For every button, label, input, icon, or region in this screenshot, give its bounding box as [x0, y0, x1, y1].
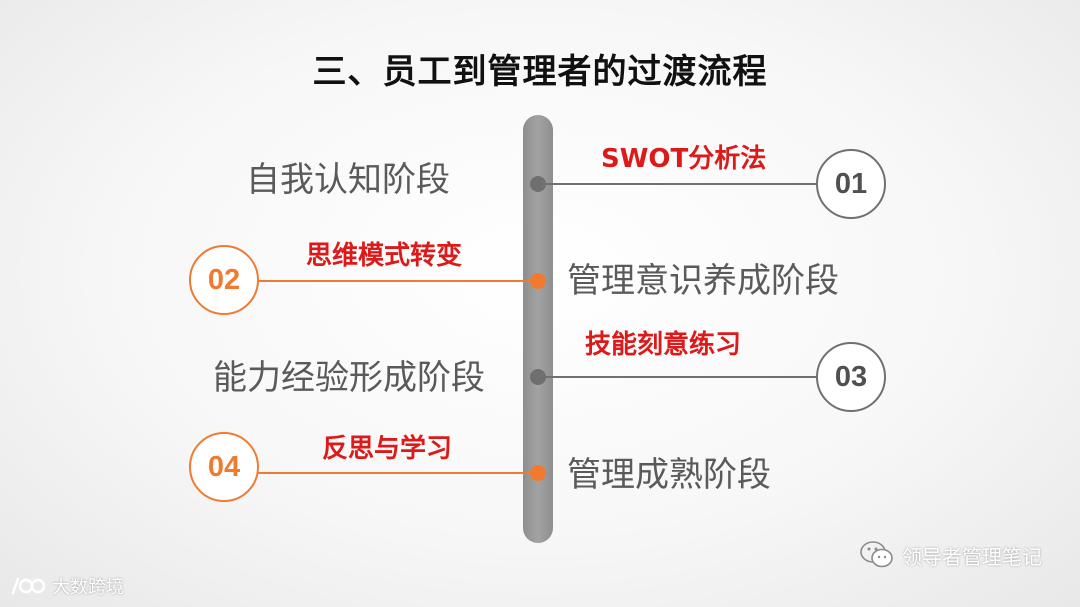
stage-label-04: 管理成熟阶段 — [567, 455, 771, 495]
slide-title: 三、员工到管理者的过渡流程 — [312, 52, 768, 92]
wechat-watermark-text: 领导者管理笔记 — [902, 544, 1042, 569]
connector-line-04 — [257, 472, 533, 474]
timeline-dot-04 — [530, 465, 546, 481]
timeline-dot-01 — [530, 176, 546, 192]
step-number-01: 01 — [816, 149, 886, 219]
dsk-watermark-text: 大数跨境 — [52, 577, 124, 598]
stage-label-01: 自我认知阶段 — [246, 160, 450, 200]
timeline-dot-03 — [530, 369, 546, 385]
connector-line-03 — [545, 376, 818, 378]
method-label-02: 思维模式转变 — [306, 241, 463, 271]
wechat-icon — [860, 541, 893, 568]
step-number-03: 03 — [816, 342, 886, 412]
step-number-02: 02 — [189, 245, 259, 315]
wechat-watermark: 领导者管理笔记 — [860, 540, 1042, 570]
method-label-03: 技能刻意练习 — [585, 330, 742, 360]
method-label-01: SWOT分析法 — [601, 144, 767, 174]
connector-line-02 — [257, 280, 533, 282]
dsk-watermark: 大数跨境 — [10, 573, 124, 599]
dsk-logo-icon — [11, 577, 46, 595]
stage-label-03: 能力经验形成阶段 — [213, 358, 485, 398]
method-label-04: 反思与学习 — [322, 434, 453, 464]
connector-line-01 — [545, 183, 818, 185]
timeline-dot-02 — [530, 273, 546, 289]
step-number-04: 04 — [189, 432, 259, 502]
stage-label-02: 管理意识养成阶段 — [567, 261, 839, 301]
